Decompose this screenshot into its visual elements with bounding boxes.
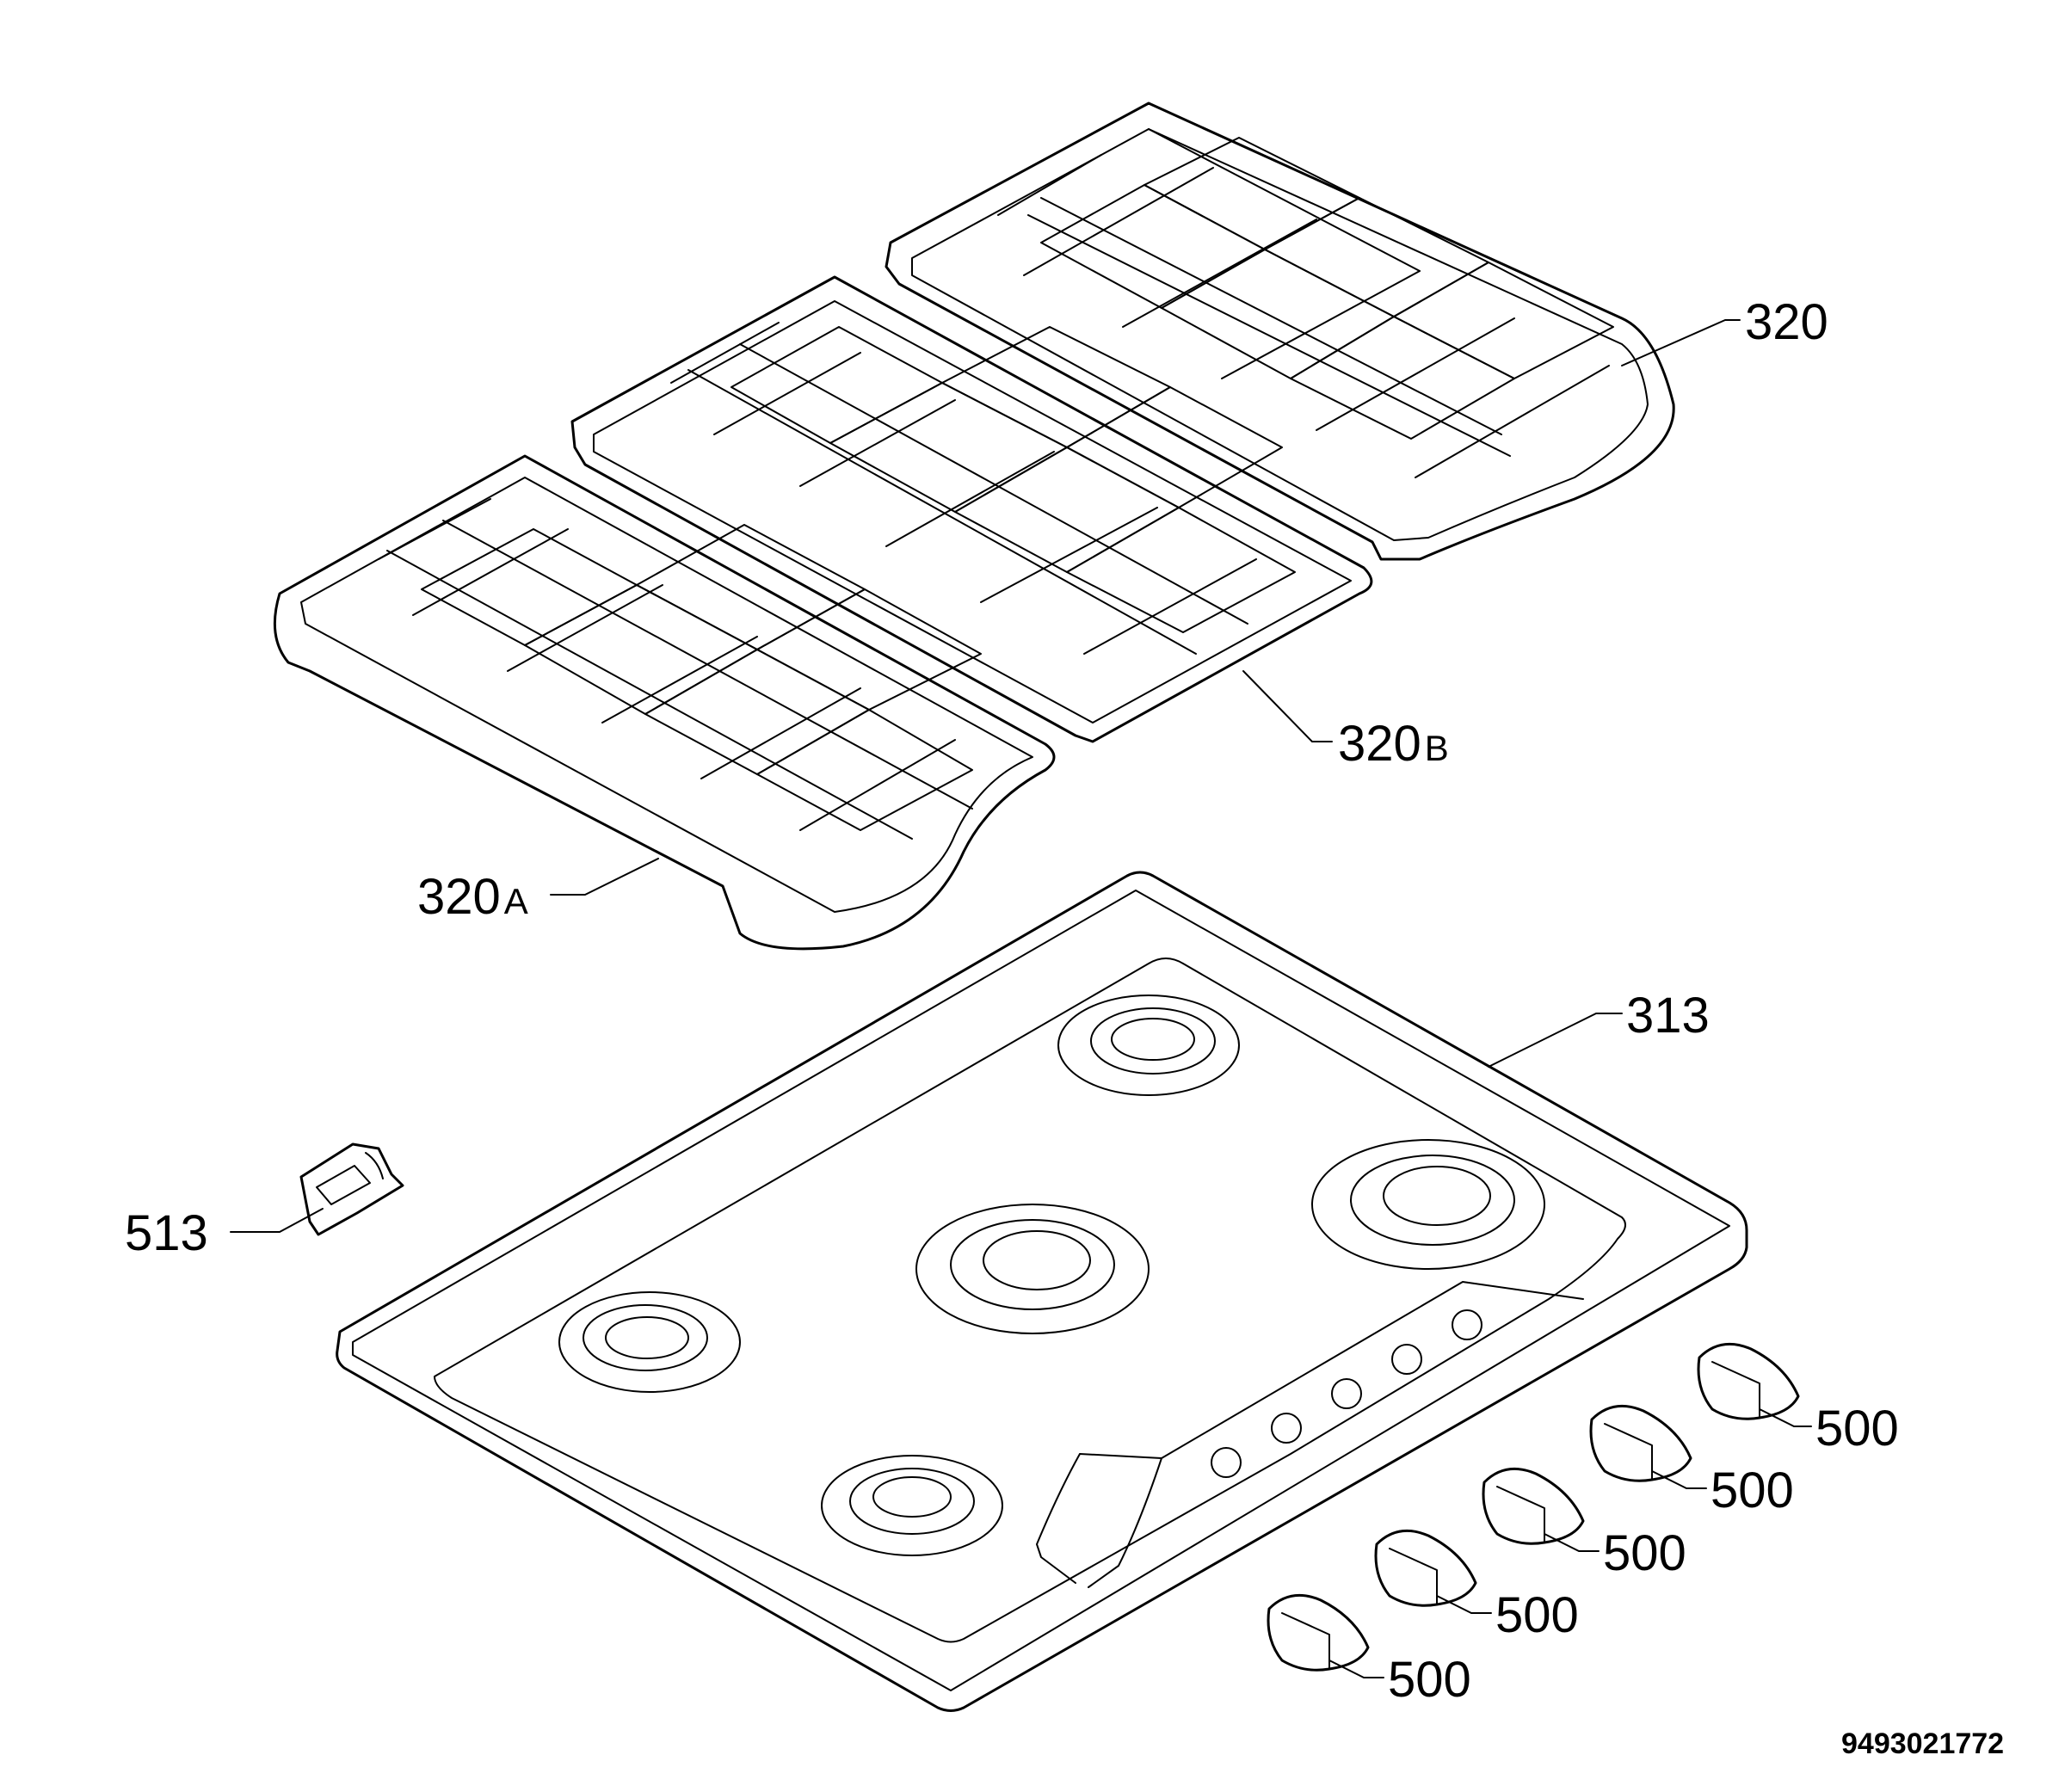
drawing-code: 9493021772: [1841, 1727, 2004, 1760]
control-knob: [1589, 1404, 1692, 1482]
clip-513: [299, 1142, 404, 1236]
control-knob: [1697, 1342, 1800, 1420]
label-500: 500: [1495, 1587, 1579, 1643]
control-knob: [1267, 1593, 1370, 1672]
control-knob: [1374, 1529, 1477, 1607]
label-500: 500: [1388, 1652, 1471, 1708]
label-313: 313: [1626, 988, 1710, 1044]
label-513: 513: [125, 1205, 208, 1261]
label-500: 500: [1603, 1525, 1686, 1581]
pan-support-320a: [273, 454, 1056, 951]
leader-lines: [230, 319, 1812, 1678]
pan-support-320: [885, 102, 1675, 561]
label-500: 500: [1711, 1463, 1794, 1518]
control-knob: [1482, 1467, 1585, 1545]
label-320: 320: [1745, 294, 1828, 350]
label-320a: 320A: [417, 869, 528, 925]
hob-top-313: [336, 871, 1748, 1712]
label-320b: 320B: [1338, 716, 1449, 772]
pan-support-320b: [570, 275, 1373, 743]
label-500: 500: [1815, 1401, 1899, 1456]
